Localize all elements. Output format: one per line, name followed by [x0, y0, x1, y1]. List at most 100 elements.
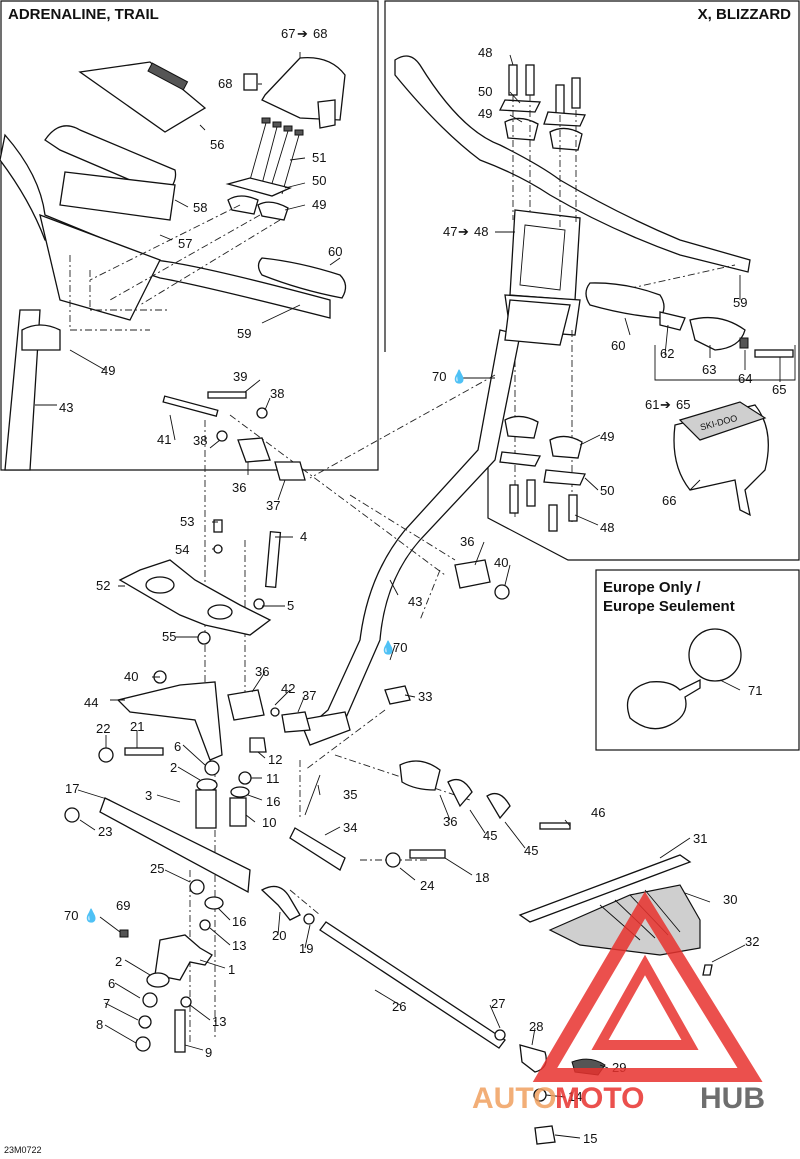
nut-33	[384, 685, 411, 705]
washer-11	[238, 771, 252, 785]
callout-37-top: 37	[266, 498, 280, 513]
callout-37-lower: 37	[302, 688, 316, 703]
callout-27: 27	[491, 996, 505, 1011]
nut-55	[197, 631, 211, 645]
watermark-text-moto: MOTO	[555, 1082, 644, 1115]
clip-32	[702, 964, 713, 976]
washer-22	[98, 747, 114, 763]
sleeve-37-lower	[281, 711, 311, 733]
washer-13-top	[199, 919, 211, 931]
bolts-48-bottom	[509, 479, 578, 532]
callout-22: 22	[96, 721, 110, 736]
europe-title-line2: Europe Seulement	[603, 598, 735, 615]
callout-48-riser: 48	[474, 224, 488, 239]
callout-43-left: 43	[59, 400, 73, 415]
washer-7	[138, 1015, 152, 1029]
plate-17	[99, 797, 251, 894]
callout-68-top: 68	[313, 26, 327, 41]
callout-5: 5	[287, 598, 294, 613]
bushing-2-lower	[146, 972, 170, 988]
bracket-44	[116, 681, 223, 761]
pin-18	[409, 849, 446, 859]
grip-60-right	[585, 282, 665, 319]
callout-12: 12	[268, 752, 282, 767]
bracket-52	[118, 559, 272, 636]
cover-66-top	[678, 401, 767, 441]
callout-43-main: 43	[408, 594, 422, 609]
callout-8: 8	[96, 1017, 103, 1032]
callout-58: 58	[193, 200, 207, 215]
column-lower-collar	[299, 711, 351, 746]
sleeve-37-top	[274, 461, 306, 481]
callout-49-right-lower: 49	[600, 429, 614, 444]
bushing-16-lower	[204, 896, 224, 910]
nut-27	[494, 1029, 506, 1041]
callout-61: 61	[645, 397, 659, 412]
callout-67: 67	[281, 26, 295, 41]
cap-12	[249, 737, 267, 753]
callout-28: 28	[529, 1019, 543, 1034]
washer-6-top	[204, 760, 220, 776]
callout-55: 55	[162, 629, 176, 644]
bell-71	[626, 678, 701, 730]
oil-drop-icon-mid: 💧	[380, 640, 396, 655]
callout-3: 3	[145, 788, 152, 803]
oil-drop-icon-top: 💧	[451, 369, 467, 384]
throttle-63	[689, 316, 746, 351]
callout-arrow-61-65: ➔	[660, 397, 671, 412]
rod-35	[304, 774, 321, 816]
callout-50-left: 50	[312, 173, 326, 188]
callout-leaders	[35, 52, 781, 1139]
bushing-36-top	[237, 437, 271, 463]
clamp-49-left	[227, 195, 289, 221]
grip-60-left	[257, 257, 347, 299]
pin-42	[270, 707, 280, 717]
callout-51: 51	[312, 150, 326, 165]
nut-15	[534, 1125, 556, 1145]
bolt-53	[213, 519, 223, 533]
watermark-triangle	[532, 891, 763, 1082]
callout-33: 33	[418, 689, 432, 704]
callout-2-top: 2	[170, 760, 177, 775]
washer-38-top	[256, 407, 268, 419]
callout-24: 24	[420, 878, 434, 893]
link-45-b	[486, 792, 511, 820]
washer-54	[213, 544, 223, 554]
callout-48-top: 48	[478, 45, 492, 60]
throttle-62	[659, 311, 686, 331]
callout-40-mid: 40	[494, 555, 508, 570]
handlebar-bracket-left	[39, 213, 161, 321]
pad-56-slot	[147, 62, 189, 91]
watermark-text-hub: HUB	[700, 1082, 765, 1115]
callout-35: 35	[343, 787, 357, 802]
clamp-50-right-bottom	[499, 451, 586, 486]
callout-4: 4	[300, 529, 307, 544]
callout-60-left: 60	[328, 244, 342, 259]
nut-40-mid	[494, 584, 510, 600]
pin-69	[119, 929, 129, 938]
callout-63: 63	[702, 362, 716, 377]
callout-10: 10	[262, 815, 276, 830]
callout-15: 15	[583, 1131, 597, 1146]
bolt-39	[207, 391, 247, 399]
screw-64	[739, 337, 749, 349]
callout-49-right: 49	[478, 106, 492, 121]
callout-44: 44	[84, 695, 98, 710]
callout-57: 57	[178, 236, 192, 251]
adrenaline-trail-title: ADRENALINE, TRAIL	[8, 6, 159, 23]
callout-19: 19	[299, 941, 313, 956]
callout-36-top: 36	[232, 480, 246, 495]
callout-53: 53	[180, 514, 194, 529]
callout-26: 26	[392, 999, 406, 1014]
callout-21: 21	[130, 719, 144, 734]
watermark-triangle-inner	[591, 954, 699, 1050]
callout-39: 39	[233, 369, 247, 384]
callout-48-bottom: 48	[600, 520, 614, 535]
washer-13-lower	[180, 996, 192, 1008]
callout-16-lower: 16	[232, 914, 246, 929]
callout-59-right: 59	[733, 295, 747, 310]
europe-title-line1: Europe Only /	[603, 579, 701, 596]
callout-32: 32	[745, 934, 759, 949]
link-36-right	[399, 760, 441, 791]
europe-panel-frame	[595, 569, 800, 751]
